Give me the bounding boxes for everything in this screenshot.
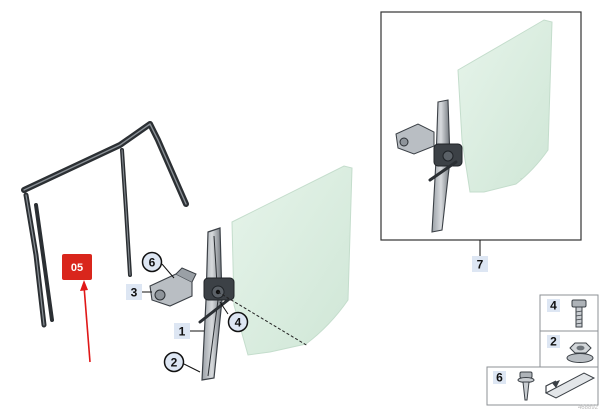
hardware-item-bolt-number: 4	[550, 299, 557, 313]
callout-7[interactable]: 7	[472, 240, 488, 272]
hardware-item-hex-nut-number: 2	[550, 335, 557, 349]
hardware-item-screw[interactable]: 6	[486, 366, 599, 406]
door-frame-seal	[21, 121, 189, 328]
inset-assembly-box: ·	[380, 11, 582, 241]
callout-1[interactable]: 1	[174, 323, 204, 339]
callout-6-label: 6	[149, 256, 156, 270]
callout-7-label: 7	[477, 258, 484, 272]
callout-2[interactable]: 2	[163, 351, 201, 373]
hardware-item-bolt[interactable]: 4	[539, 294, 599, 332]
red-pointer-arrow	[80, 280, 91, 363]
callout-3[interactable]: 3	[126, 284, 152, 300]
window-glass	[231, 165, 353, 356]
hex-nut-icon	[566, 342, 594, 363]
callout-2-label: 2	[171, 356, 178, 370]
hardware-item-hex-nut[interactable]: 2	[539, 330, 599, 368]
callout-4[interactable]: 4	[219, 301, 249, 333]
glass-dot: ·	[520, 176, 522, 182]
hardware-panel: 4 2 6	[486, 294, 599, 406]
regulator-motor	[149, 267, 197, 307]
reference-tag-label: 05	[71, 262, 83, 274]
callout-1-label: 1	[179, 325, 186, 339]
inset-window-glass	[457, 19, 553, 193]
alignment-dashed-line	[217, 291, 309, 347]
callout-3-label: 3	[131, 286, 138, 300]
bolt-icon	[571, 299, 587, 328]
reference-tag[interactable]: 05	[62, 254, 92, 280]
clip-fastener-icon	[544, 372, 596, 399]
callout-6[interactable]: 6	[141, 251, 175, 279]
hardware-item-screw-number: 6	[496, 371, 503, 385]
inset-motor	[395, 123, 435, 155]
screw-with-washer-icon	[517, 371, 535, 401]
callout-4-label: 4	[235, 316, 242, 330]
window-regulator	[198, 227, 235, 381]
inset-regulator	[428, 99, 463, 233]
diagram-code: 468892	[578, 405, 599, 410]
